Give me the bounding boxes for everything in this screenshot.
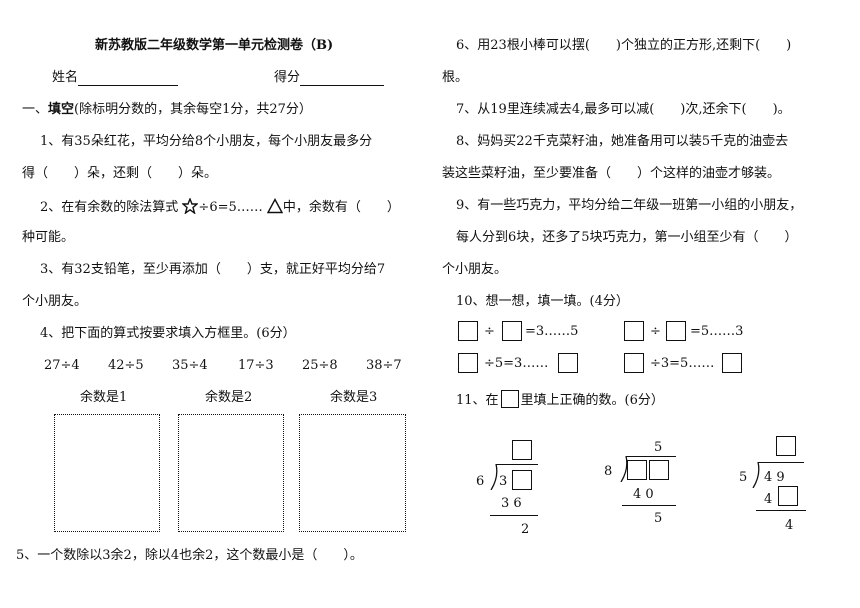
div3-quotient-box[interactable] (776, 436, 796, 456)
remainder-3-box[interactable] (299, 414, 406, 532)
div1-remainder: 2 (521, 522, 530, 537)
div2-dividend-box-2[interactable] (649, 460, 669, 480)
div2-product: 4 0 (633, 487, 654, 502)
q2-text-c: 中，余数有（ ） (282, 200, 400, 215)
q11-line: 11、在 里填上正确的数。(6分） (456, 390, 664, 409)
score-field[interactable]: 得分 (274, 70, 385, 86)
q2-text-a: 2、在有余数的除法算式 (40, 200, 179, 215)
div3-subtract-line (756, 510, 806, 512)
div2-dividend-box-1[interactable] (627, 460, 647, 480)
remainder-label-2: 余数是2 (205, 390, 253, 405)
q9-line1: 9、有一些巧克力，平均分给二年级一班第一小组的小朋友， (456, 198, 803, 213)
q10-eq4-rest: ÷3=5…… (650, 356, 715, 371)
q9-line2: 每人分到6块，还多了5块巧克力，第一小组至少有（ ） (456, 230, 798, 245)
q10-eq1-div: ÷ (484, 324, 495, 339)
q10-eq1-rest: =3……5 (525, 324, 579, 339)
q4-expr-4: 17÷3 (238, 358, 274, 373)
div2-divisor: 8 (604, 464, 613, 479)
div3-bracket-curve (752, 462, 760, 488)
div1-quotient-box[interactable] (512, 440, 532, 460)
remainder-label-3: 余数是3 (330, 390, 378, 405)
score-label: 得分 (274, 70, 301, 85)
section-rest: (除标明分数的，其余每空1分，共27分） (74, 102, 312, 117)
q5-line: 5、一个数除以3余2，除以4也余2，这个数最小是（ ）。 (16, 548, 363, 563)
q6-line2: 根。 (442, 70, 469, 85)
q10-eq3-dividend-box[interactable] (458, 353, 478, 373)
q10-eq4-dividend-box[interactable] (624, 353, 644, 373)
section-heading: 一、填空(除标明分数的，其余每空1分，共27分） (22, 102, 312, 118)
div1-bracket-top (496, 464, 538, 466)
q10-eq2-dividend-box[interactable] (624, 321, 644, 341)
q2-text-b: ÷6=5…… (198, 200, 263, 215)
div1-subtract-line (490, 515, 538, 517)
q4-expr-5: 25÷8 (302, 358, 338, 373)
q2-line1: 2、在有余数的除法算式 ÷6=5…… 中，余数有（ ） (40, 197, 400, 216)
q4-line: 4、把下面的算式按要求填入方框里。(6分） (40, 326, 296, 341)
q4-expr-2: 42÷5 (108, 358, 144, 373)
q4-expr-3: 35÷4 (172, 358, 208, 373)
div2-remainder: 5 (654, 511, 663, 526)
q10-eq2-divisor-box[interactable] (666, 321, 686, 341)
q11-text-a: 11、在 (456, 393, 499, 408)
q10-eq2-rest: =5……3 (690, 324, 744, 339)
q3-line1: 3、有32支铅笔，至少再添加（ ）支，就正好平均分给7 (40, 262, 386, 277)
remainder-1-box[interactable] (54, 414, 160, 532)
div3-bracket-top (758, 462, 804, 464)
div2-quotient: 5 (654, 440, 663, 455)
q1-line2: 得（ ）朵，还剩（ ）朵。 (22, 166, 218, 181)
q10-eq2-div: ÷ (650, 324, 661, 339)
div2-bracket-curve (620, 456, 628, 482)
q4-expr-6: 38÷7 (366, 358, 402, 373)
div3-product-first: 4 (764, 492, 773, 507)
q6-line1: 6、用23根小棒可以摆( )个独立的正方形,还剩下( ) (456, 38, 792, 53)
q3-line2: 个小朋友。 (22, 294, 88, 309)
q2-line2: 种可能。 (22, 230, 75, 245)
div1-divisor: 6 (476, 474, 485, 489)
q10-eq4-remainder-box[interactable] (722, 353, 742, 373)
q10-eq1-dividend-box[interactable] (458, 321, 478, 341)
remainder-2-box[interactable] (178, 414, 284, 532)
star-icon (181, 197, 200, 216)
section-prefix: 一、 (22, 102, 49, 117)
div1-bracket-curve (490, 464, 498, 490)
q7-line: 7、从19里连续减去4,最多可以减( )次,还余下( )。 (456, 102, 791, 117)
square-icon (500, 390, 519, 408)
q10-line: 10、想一想，填一填。(4分） (456, 294, 629, 309)
name-label: 姓名 (52, 70, 79, 85)
q8-line2: 装这些菜籽油，至少要准备（ ）个这样的油壶才够装。 (442, 166, 781, 181)
score-blank[interactable] (300, 72, 385, 86)
page-title: 新苏教版二年级数学第一单元检测卷（B) (95, 38, 334, 53)
q8-line1: 8、妈妈买22千克菜籽油，她准备用可以装5千克的油壶去 (456, 134, 789, 149)
q9-line3: 个小朋友。 (442, 262, 508, 277)
div2-bracket-top (626, 456, 676, 458)
q1-line1: 1、有35朵红花，平均分给8个小朋友，每个小朋友最多分 (40, 134, 373, 149)
q4-expr-1: 27÷4 (44, 358, 80, 373)
div3-product-box[interactable] (778, 486, 798, 506)
q10-eq1-divisor-box[interactable] (502, 321, 522, 341)
q11-text-b: 里填上正确的数。(6分） (520, 393, 664, 408)
q10-eq3-remainder-box[interactable] (558, 353, 578, 373)
remainder-label-1: 余数是1 (80, 390, 128, 405)
div3-dividend: 4 9 (764, 470, 785, 485)
div3-remainder: 4 (785, 518, 794, 533)
name-field[interactable]: 姓名 (52, 70, 179, 86)
triangle-icon (266, 198, 284, 216)
section-bold: 填空 (48, 102, 75, 117)
div1-dividend-box[interactable] (512, 470, 532, 490)
q10-eq3-rest: ÷5=3…… (484, 356, 549, 371)
name-blank[interactable] (78, 72, 179, 86)
div1-dividend-first: 3 (499, 474, 508, 489)
div2-subtract-line (622, 505, 676, 507)
div1-product: 3 6 (501, 496, 522, 511)
div3-divisor: 5 (739, 470, 748, 485)
